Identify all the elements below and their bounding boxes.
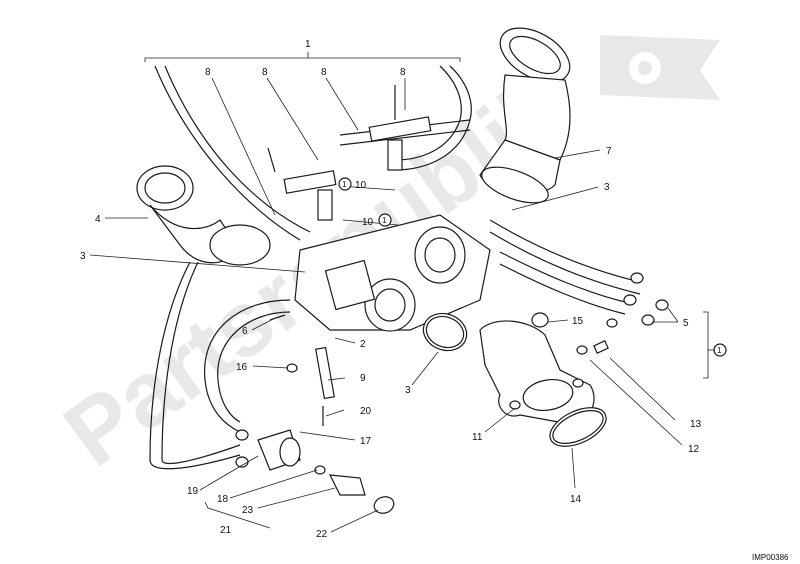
label-22: 22: [316, 529, 328, 540]
label-6: 6: [242, 326, 248, 337]
label-8-c: 8: [321, 67, 327, 78]
hoses: [149, 65, 641, 470]
label-1-circle-a: 1: [342, 180, 347, 189]
intake-manifold: [479, 320, 595, 426]
label-11: 11: [472, 432, 483, 443]
o-ring: [549, 407, 607, 447]
reference-circles: [338, 177, 727, 357]
air-funnel-left: [136, 165, 271, 266]
gear-flag-icon: [600, 35, 720, 100]
clamp-bottom: [422, 312, 468, 352]
leader-lines: [89, 77, 683, 533]
label-14: 14: [570, 494, 582, 505]
bracket-1-right: [703, 311, 714, 379]
fuel-rail: [267, 85, 432, 221]
label-17: 17: [360, 436, 372, 447]
label-21: 21: [220, 525, 232, 536]
label-10-a: 10: [355, 180, 367, 191]
reference-code: IMP00386: [752, 553, 789, 562]
lower-hardware: [235, 314, 395, 514]
hose-fittings: [531, 272, 669, 355]
label-3-bottom: 3: [405, 385, 411, 396]
label-19: 19: [187, 486, 199, 497]
label-7: 7: [606, 146, 612, 157]
air-funnel-right: [479, 27, 571, 204]
label-13: 13: [690, 419, 702, 430]
label-1-circle-right: 1: [717, 346, 722, 355]
label-4: 4: [95, 214, 101, 225]
label-10-b: 10: [362, 217, 374, 228]
label-12: 12: [688, 444, 700, 455]
bracket-21: [204, 501, 271, 529]
label-9: 9: [360, 373, 366, 384]
label-1-top: 1: [305, 39, 311, 50]
label-20: 20: [360, 406, 372, 417]
label-3-right: 3: [604, 182, 610, 193]
throttle-body: [294, 214, 491, 332]
label-5: 5: [683, 318, 689, 329]
label-8-b: 8: [262, 67, 268, 78]
part-labels: 1 8 8 8 8 7 3 4 3 10 10 1 1 5 1 15 6 2 1…: [80, 39, 722, 540]
label-23: 23: [242, 505, 254, 516]
label-8-d: 8: [400, 67, 406, 78]
label-2: 2: [360, 339, 366, 350]
label-3-left: 3: [80, 251, 86, 262]
bracket-1-top: [144, 52, 461, 62]
label-18: 18: [217, 494, 229, 505]
label-8-a: 8: [205, 67, 211, 78]
label-15: 15: [572, 316, 584, 327]
label-1-circle-b: 1: [382, 216, 387, 225]
label-16: 16: [236, 362, 248, 373]
